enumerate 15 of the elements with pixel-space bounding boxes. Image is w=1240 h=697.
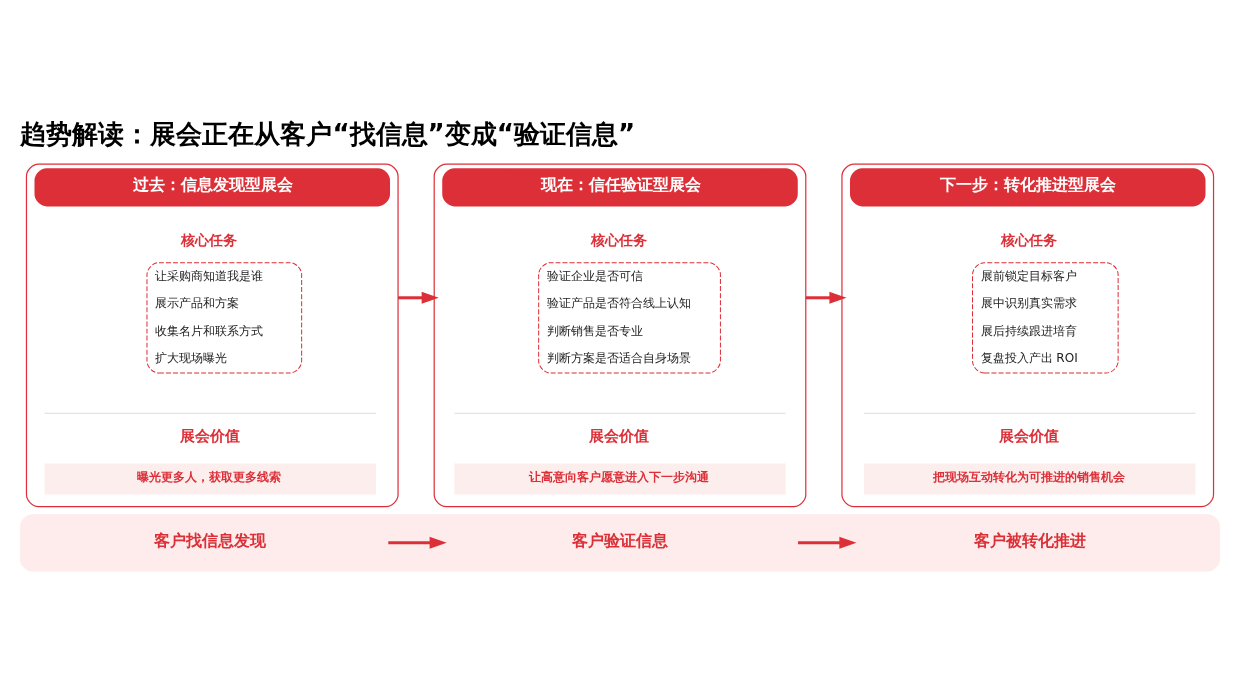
node-text: 客户被转化推进	[974, 530, 1087, 550]
arrow	[798, 536, 857, 549]
arrow	[805, 291, 847, 304]
node-box: 验证企业是否可信 验证产品是否符合线上认知 判断销售是否专业 判断方案是否适合自身场景	[538, 261, 721, 374]
node-label: 核心任务	[1000, 231, 1057, 248]
cluster	[19, 513, 1221, 571]
node-label: 核心任务	[181, 231, 238, 248]
node-box: 展前锁定目标客户 展中识别真实需求 展后持续跟进培育 复盘投入产出 ROI	[972, 261, 1119, 374]
node-text: 客户验证信息	[572, 530, 669, 550]
node-box: 让采购商知道我是谁 展示产品和方案 收集名片和联系方式 扩大现场曝光	[146, 261, 303, 374]
arrow	[398, 291, 439, 304]
node-text: 客户找信息发现	[154, 530, 267, 550]
arrow	[388, 536, 447, 549]
node-label: 核心任务	[590, 231, 647, 248]
diagram-title: 趋势解读：展会正在从客户“找信息”变成“验证信息”	[20, 118, 636, 149]
